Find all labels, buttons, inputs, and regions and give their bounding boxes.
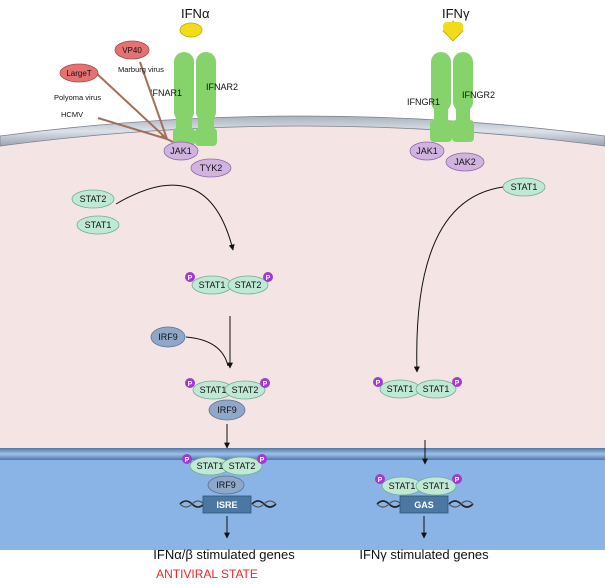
- output-right: IFNγ stimulated genes: [359, 547, 489, 562]
- jak1-right-label: JAK1: [416, 146, 438, 156]
- stat2-free-label: STAT2: [80, 194, 107, 204]
- svg-text:STAT1: STAT1: [200, 385, 227, 395]
- svg-text:P: P: [455, 477, 460, 484]
- dna-left: [179, 500, 277, 508]
- ifnar2-label: IFNAR2: [206, 82, 238, 92]
- viral-inhibition-lines: [94, 61, 174, 143]
- ifngr1-label: IFNGR1: [407, 97, 440, 107]
- gas-box: [399, 495, 449, 514]
- hcmv-label: HCMV: [61, 110, 83, 119]
- vp40-label: VP40: [122, 46, 142, 55]
- ifngr2-label: IFNGR2: [462, 90, 495, 100]
- stat1-free-right-label: STAT1: [511, 182, 538, 192]
- nuclear-envelope: [0, 448, 605, 460]
- isre-box: [202, 495, 252, 514]
- ifnar1-label: IFNAR1: [150, 88, 182, 98]
- ifna-label: IFNα: [181, 6, 210, 21]
- svg-text:P: P: [260, 457, 265, 464]
- gas-label: GAS: [414, 500, 434, 510]
- receptor-ifnar2: [195, 52, 217, 146]
- svg-text:P: P: [266, 275, 271, 282]
- irf9-free: [150, 326, 186, 348]
- svg-text:STAT1: STAT1: [423, 384, 450, 394]
- ifng-label: IFNγ: [442, 6, 470, 21]
- tyk2: [190, 158, 232, 178]
- larget: [59, 63, 99, 83]
- svg-text:STAT2: STAT2: [229, 461, 256, 471]
- marburg-label: Marburg virus: [118, 65, 164, 74]
- dna-right: [376, 500, 474, 508]
- svg-text:P: P: [378, 477, 383, 484]
- arrow-stat1-recruit: [413, 186, 504, 373]
- arrow-recruit-stats: [115, 184, 235, 251]
- jak1-left: [163, 141, 199, 161]
- receptor-ifngr2: [452, 52, 474, 142]
- antiviral-state: ANTIVIRAL STATE: [156, 567, 258, 581]
- output-left: IFNα/β stimulated genes: [153, 547, 295, 562]
- svg-text:STAT1: STAT1: [387, 384, 414, 394]
- gaf-nucleus: STAT1 STAT1 P P: [375, 474, 462, 496]
- ligand-ifng: [442, 20, 464, 42]
- receptor-ifnar1: [173, 52, 195, 146]
- larget-label: LargeT: [66, 69, 91, 78]
- svg-text:P: P: [188, 275, 193, 282]
- isgf3-cytoplasm: STAT1 STAT2 IRF9 P P: [185, 378, 270, 421]
- svg-text:STAT1: STAT1: [389, 481, 416, 491]
- svg-text:P: P: [188, 381, 193, 388]
- svg-text:STAT2: STAT2: [235, 280, 262, 290]
- svg-text:STAT1: STAT1: [199, 280, 226, 290]
- gaf-cytoplasm: STAT1 STAT1 P P: [373, 377, 462, 399]
- isgf3-nucleus: STAT1 STAT2 IRF9 P P: [182, 454, 267, 495]
- svg-text:P: P: [263, 381, 268, 388]
- stat1-stat2-dimer: STAT1 STAT2 P P: [185, 272, 273, 295]
- svg-text:P: P: [455, 380, 460, 387]
- jak1-left-label: JAK1: [170, 146, 192, 156]
- stat1-free-left-label: STAT1: [85, 220, 112, 230]
- stat1-free-left: [76, 215, 120, 235]
- jak1-right: [409, 141, 445, 161]
- vp40: [114, 40, 150, 60]
- cytoplasm: [0, 120, 605, 462]
- svg-text:IRF9: IRF9: [216, 480, 236, 490]
- polyoma-label: Polyoma virus: [54, 93, 101, 102]
- tyk2-label: TYK2: [200, 163, 223, 173]
- jak2-label: JAK2: [454, 157, 476, 167]
- jak2: [445, 152, 485, 172]
- isre-label: ISRE: [216, 500, 237, 510]
- stat2-free: [71, 189, 115, 209]
- svg-text:STAT1: STAT1: [197, 461, 224, 471]
- svg-text:IRF9: IRF9: [217, 405, 237, 415]
- svg-text:P: P: [185, 457, 190, 464]
- arrow-irf9-join: [185, 336, 229, 367]
- nucleus: [0, 458, 605, 550]
- receptor-ifngr1: [430, 52, 452, 142]
- svg-text:STAT2: STAT2: [232, 385, 259, 395]
- ligand-ifna: [179, 22, 203, 38]
- svg-text:STAT1: STAT1: [423, 481, 450, 491]
- irf9-free-label: IRF9: [158, 332, 178, 342]
- svg-text:P: P: [376, 380, 381, 387]
